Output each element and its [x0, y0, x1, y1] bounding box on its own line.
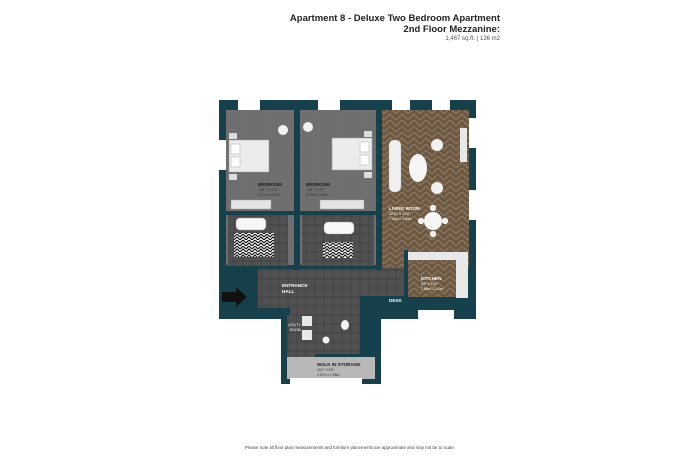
kitchen-counter — [456, 252, 468, 298]
window — [318, 100, 340, 110]
entrance-arrow-icon — [222, 287, 247, 307]
kitchen-counter — [408, 252, 456, 260]
armchair — [278, 125, 288, 135]
floor-area: 1,467 sq.ft. | 136 m2 — [445, 36, 500, 42]
armchair — [303, 122, 313, 132]
window — [238, 100, 260, 110]
floor-subtitle: 2nd Floor Mezzanine: — [403, 24, 500, 35]
kitchen-dim-imperial: 9'5" X 6'11" — [421, 282, 439, 286]
kitchen-label: KITCHEN — [421, 276, 442, 281]
storage-dim-imperial: 15'0" X 6'6" — [317, 368, 335, 372]
disclaimer-note: Please note all floor plan measurements … — [245, 445, 455, 450]
wardrobe — [230, 199, 272, 210]
bedroom2-dim-imperial: 15'6" X 12'9" — [306, 188, 326, 192]
washer — [302, 330, 312, 340]
dining-chair — [441, 217, 449, 225]
wall-bed1-bed2 — [294, 108, 300, 270]
plan-title: Apartment 8 - Deluxe Two Bedroom Apartme… — [289, 13, 500, 24]
bedroom1-dim-imperial: 15'6" X 12'11" — [258, 188, 280, 192]
dining-table — [424, 212, 442, 230]
storage-label: WALK IN STORAGE — [317, 362, 360, 367]
nightstand — [364, 131, 372, 137]
ensuite2-rug — [323, 242, 353, 258]
ensuite1-rug — [234, 233, 274, 257]
living-room-dim-metric: 7.00m x 4.50m — [389, 217, 412, 221]
window — [418, 310, 454, 319]
living-room-label: LIVING ROOM — [389, 206, 420, 211]
pillow — [230, 156, 241, 168]
nightstand — [364, 172, 372, 178]
wall-hall-top — [226, 266, 376, 269]
window — [219, 140, 226, 170]
entrance-hall-label: ENTRANCE — [282, 283, 308, 288]
sideboard — [460, 128, 467, 162]
bedroom2-label: BEDROOM — [306, 182, 330, 187]
nightstand — [229, 133, 237, 139]
pillow — [359, 154, 370, 166]
wall-kitchen — [404, 250, 408, 298]
pillow — [230, 143, 241, 155]
bathtub — [323, 221, 355, 235]
dining-chair — [429, 204, 437, 212]
toilet — [341, 320, 349, 330]
wall-bed2-living — [376, 108, 382, 270]
dining-chair — [429, 230, 437, 238]
utility-label-2: ROOM — [290, 328, 301, 332]
entrance-hall-label-2: HALL — [282, 289, 294, 294]
armchair — [431, 182, 443, 194]
storage-dim-metric: 4.57m x 1.98m — [317, 373, 340, 377]
utility-label: UTILITY — [288, 323, 301, 327]
bedroom2-dim-metric: 4.72m x 3.89m — [306, 193, 329, 197]
kitchen-dim-metric: 2.88m x 2.10m — [421, 287, 444, 291]
wall-ensuite2 — [300, 211, 376, 215]
window — [469, 118, 476, 148]
washer — [302, 316, 312, 326]
basin — [322, 336, 330, 344]
sofa — [388, 139, 402, 193]
armchair — [431, 139, 443, 151]
living-room-dim-imperial: 22'11" X 14'9" — [389, 212, 411, 216]
pillow — [359, 141, 370, 153]
window — [469, 190, 476, 220]
nightstand — [229, 174, 237, 180]
bedroom1-label: BEDROOM — [258, 182, 282, 187]
bedroom1-dim-metric: 4.72m x 3.94m — [258, 193, 281, 197]
bathtub — [235, 217, 267, 231]
wardrobe — [319, 199, 365, 210]
window — [432, 100, 450, 110]
wall-ensuite1 — [226, 211, 294, 215]
window — [392, 100, 410, 110]
window — [290, 378, 362, 384]
dining-chair — [417, 217, 425, 225]
desk-label: DESK — [389, 298, 402, 303]
storage-floor — [287, 357, 375, 379]
coffee-table — [409, 154, 427, 182]
